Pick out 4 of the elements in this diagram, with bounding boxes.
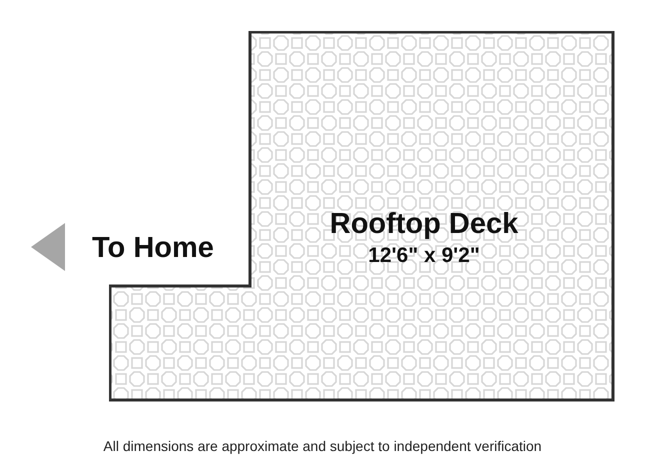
room-name: Rooftop Deck	[330, 207, 518, 242]
direction-label: To Home	[92, 231, 214, 266]
caption: All dimensions are approximate and subject to independent verification	[102, 438, 543, 454]
room-dimensions: 12'6" x 9'2"	[368, 243, 480, 269]
